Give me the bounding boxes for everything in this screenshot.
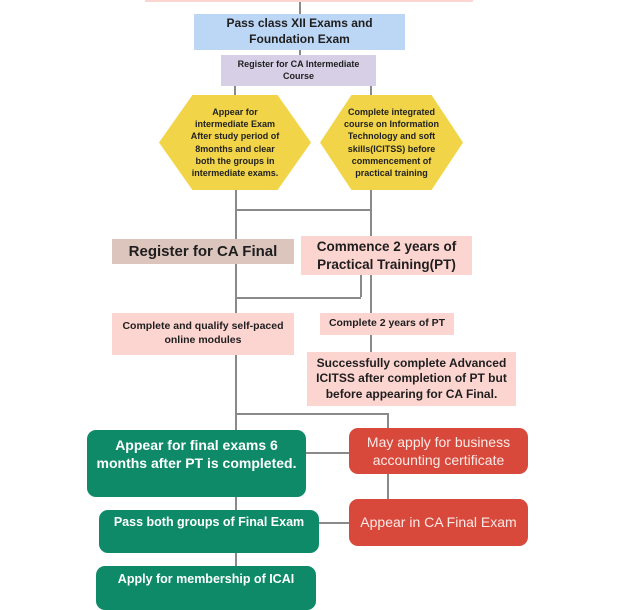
pass-xii-box: Pass class XII Exams and Foundation Exam — [194, 14, 405, 50]
appear-ca-final-box: Appear in CA Final Exam — [349, 499, 528, 546]
business-cert-box: May apply for business accounting certif… — [349, 428, 528, 474]
register-intermediate-box: Register for CA Intermediate Course — [221, 55, 376, 86]
connector — [387, 474, 389, 499]
advanced-icitss-box: Successfully complete Advanced ICITSS af… — [307, 352, 516, 406]
complete-icitss-hex: Complete integrated course on Informatio… — [320, 95, 463, 190]
connector — [387, 413, 389, 428]
connector — [319, 522, 349, 524]
connector — [360, 275, 362, 297]
connector — [235, 355, 237, 430]
commence-pt-box: Commence 2 years of Practical Training(P… — [301, 236, 472, 275]
connector — [235, 497, 237, 510]
self-paced-box: Complete and qualify self-paced online m… — [112, 313, 294, 355]
connector — [370, 190, 372, 236]
appear-intermediate-hex: Appear for intermediate Exam After study… — [159, 95, 311, 190]
connector — [235, 264, 237, 313]
connector — [235, 297, 361, 299]
connector — [370, 335, 372, 352]
connector — [234, 86, 236, 95]
connector — [370, 86, 372, 95]
top-box — [145, 0, 473, 2]
membership-box: Apply for membership of ICAI — [96, 566, 316, 610]
connector — [299, 50, 301, 55]
pass-final-box: Pass both groups of Final Exam — [99, 510, 319, 553]
register-final-box: Register for CA Final — [112, 239, 294, 264]
connector — [235, 413, 388, 415]
connector — [370, 275, 372, 313]
complete-pt-box: Complete 2 years of PT — [320, 313, 454, 335]
connector — [235, 553, 237, 566]
connector — [299, 0, 301, 14]
connector — [235, 209, 371, 211]
connector — [306, 452, 349, 454]
connector — [235, 190, 237, 239]
appear-final-box: Appear for final exams 6 months after PT… — [87, 430, 306, 497]
